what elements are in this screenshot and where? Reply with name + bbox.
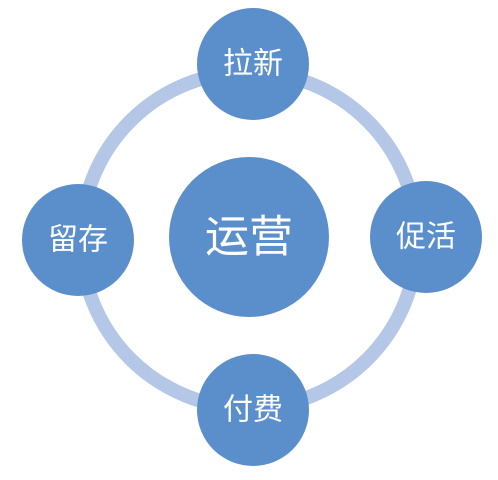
node-top-circle — [197, 8, 309, 120]
node-bottom: 付费 — [197, 354, 309, 466]
node-left-label: 留存 — [48, 223, 108, 258]
center-node: 运营 — [169, 157, 329, 317]
node-top-label: 拉新 — [223, 47, 283, 82]
node-right-label: 促活 — [396, 220, 456, 255]
node-left-circle — [22, 184, 134, 296]
node-top: 拉新 — [197, 8, 309, 120]
node-bottom-label: 付费 — [223, 393, 283, 428]
center-circle — [169, 157, 329, 317]
node-right: 促活 — [370, 181, 482, 293]
node-bottom-circle — [197, 354, 309, 466]
center-label: 运营 — [205, 212, 293, 263]
node-right-circle — [370, 181, 482, 293]
node-left: 留存 — [22, 184, 134, 296]
